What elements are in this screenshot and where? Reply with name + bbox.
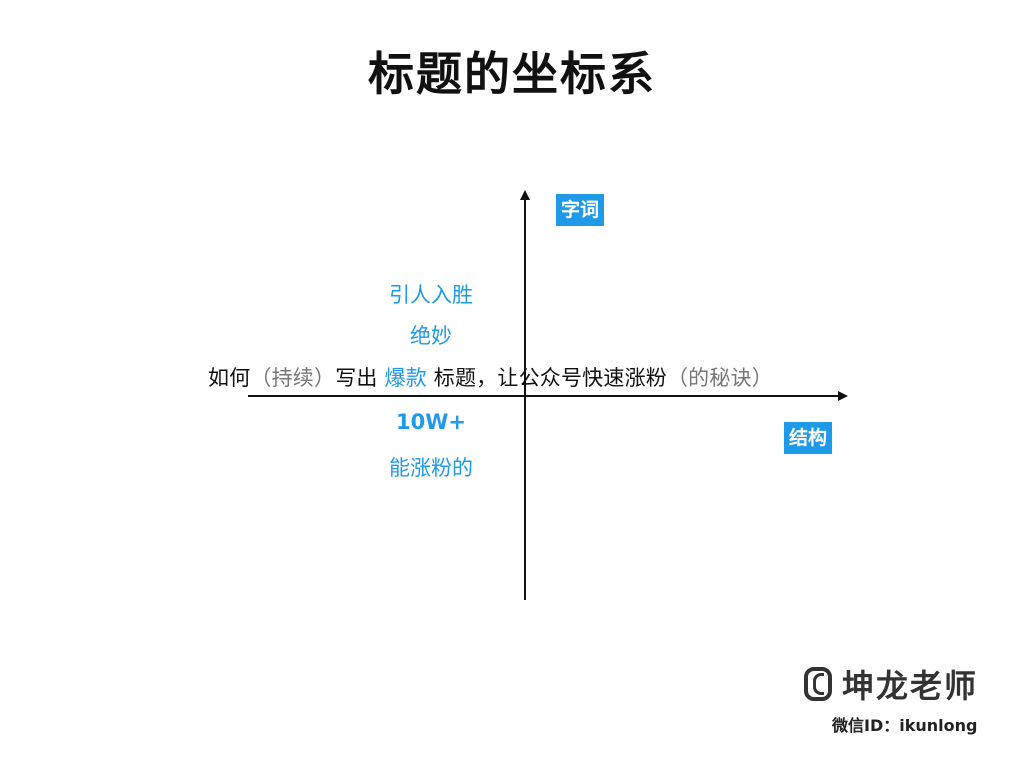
headline-part-2: （持续）	[250, 366, 336, 390]
headline-keyword: 爆款	[384, 366, 427, 390]
headline-part-1: 如何	[208, 366, 251, 390]
brand-logo-icon	[804, 667, 832, 701]
wechat-id: 微信ID：ikunlong	[832, 716, 978, 735]
headline-part-5: 标题，让公众号快速涨粉	[426, 366, 667, 390]
x-axis-label: 结构	[784, 422, 833, 454]
word-bottom-2: 能涨粉的	[389, 456, 473, 480]
headline-part-3: 写出	[335, 366, 385, 390]
headline-part-6: （的秘诀）	[666, 366, 773, 390]
headline-sentence: 如何（持续）写出 爆款 标题，让公众号快速涨粉（的秘诀）	[208, 362, 858, 392]
y-axis-label: 字词	[556, 194, 605, 226]
brand-block: 坤龙老师	[804, 662, 978, 706]
word-top-1: 引人入胜	[389, 283, 473, 307]
page-title: 标题的坐标系	[368, 47, 656, 101]
brand-name: 坤龙老师	[842, 667, 979, 705]
word-top-2: 绝妙	[410, 324, 452, 348]
word-bottom-1: 10W+	[396, 410, 466, 434]
